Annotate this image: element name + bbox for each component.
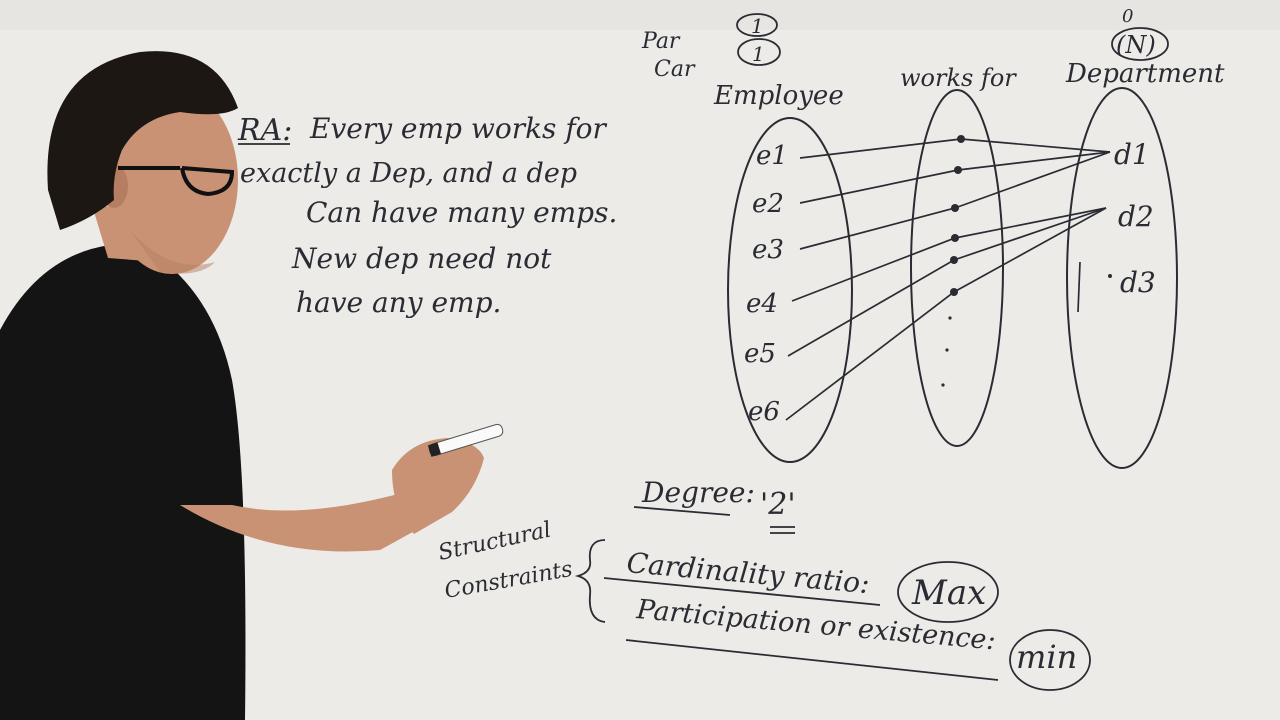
relationship-works-for-label: works for [900, 64, 1017, 92]
dept-top-value: 0 [1122, 6, 1133, 27]
ra-line-3: Can have many emps. [306, 196, 617, 229]
ra-line-1: Every emp works for [309, 112, 608, 145]
employee-e3: e3 [752, 235, 784, 265]
car-circle [737, 38, 781, 66]
er-diagram [727, 87, 1178, 469]
department-d1: d1 [1114, 138, 1150, 171]
employee-e6: e6 [748, 397, 780, 427]
par-label: Par [641, 29, 681, 54]
underlines [238, 143, 999, 681]
employee-e4: e4 [746, 289, 778, 319]
entity-department-label: Department [1065, 59, 1225, 89]
department-d2: d2 [1118, 200, 1154, 233]
presenter-head [106, 86, 238, 274]
presenter-hand [392, 438, 484, 534]
participation-value: min [1016, 638, 1077, 676]
presenter-glasses [118, 166, 235, 197]
department-list: d1 d2 d3 [1114, 138, 1156, 299]
presenter-hair [47, 51, 238, 230]
max-circle [897, 561, 999, 623]
department-ellipse [1066, 87, 1178, 469]
par-value: 1 [751, 14, 764, 38]
degree-value: '2' [760, 487, 796, 522]
presenter-forearm [180, 494, 420, 552]
dept-car-value: (N) [1116, 31, 1156, 59]
curly-brace [574, 539, 606, 623]
car-label: Car [654, 57, 696, 82]
relationship-lines [785, 138, 1111, 421]
employee-e5: e5 [744, 339, 776, 369]
ra-label: RA: [237, 113, 292, 148]
employee-e2: e2 [752, 189, 784, 219]
employee-ellipse [727, 117, 853, 463]
degree-label: Degree: [641, 476, 755, 509]
presenter-sleeve [110, 380, 230, 520]
presenter [0, 51, 504, 720]
employee-list: e1 e2 e3 e4 e5 e6 [744, 141, 788, 427]
par-circle [736, 13, 778, 37]
min-circle [1009, 629, 1091, 691]
employee-e1: e1 [756, 141, 788, 171]
car-value: 1 [752, 42, 765, 66]
department-d3: d3 [1120, 266, 1156, 299]
ra-line-4: New dep need not [291, 242, 552, 275]
cardinality-value: Max [911, 573, 986, 613]
works-for-ellipse [910, 89, 1004, 447]
ra-line-2: exactly a Dep, and a dep [240, 158, 577, 189]
dept-car-circle [1111, 27, 1169, 61]
presenter-shirt [0, 245, 246, 720]
entity-employee-label: Employee [713, 81, 844, 111]
ra-line-5: have any emp. [296, 286, 501, 319]
